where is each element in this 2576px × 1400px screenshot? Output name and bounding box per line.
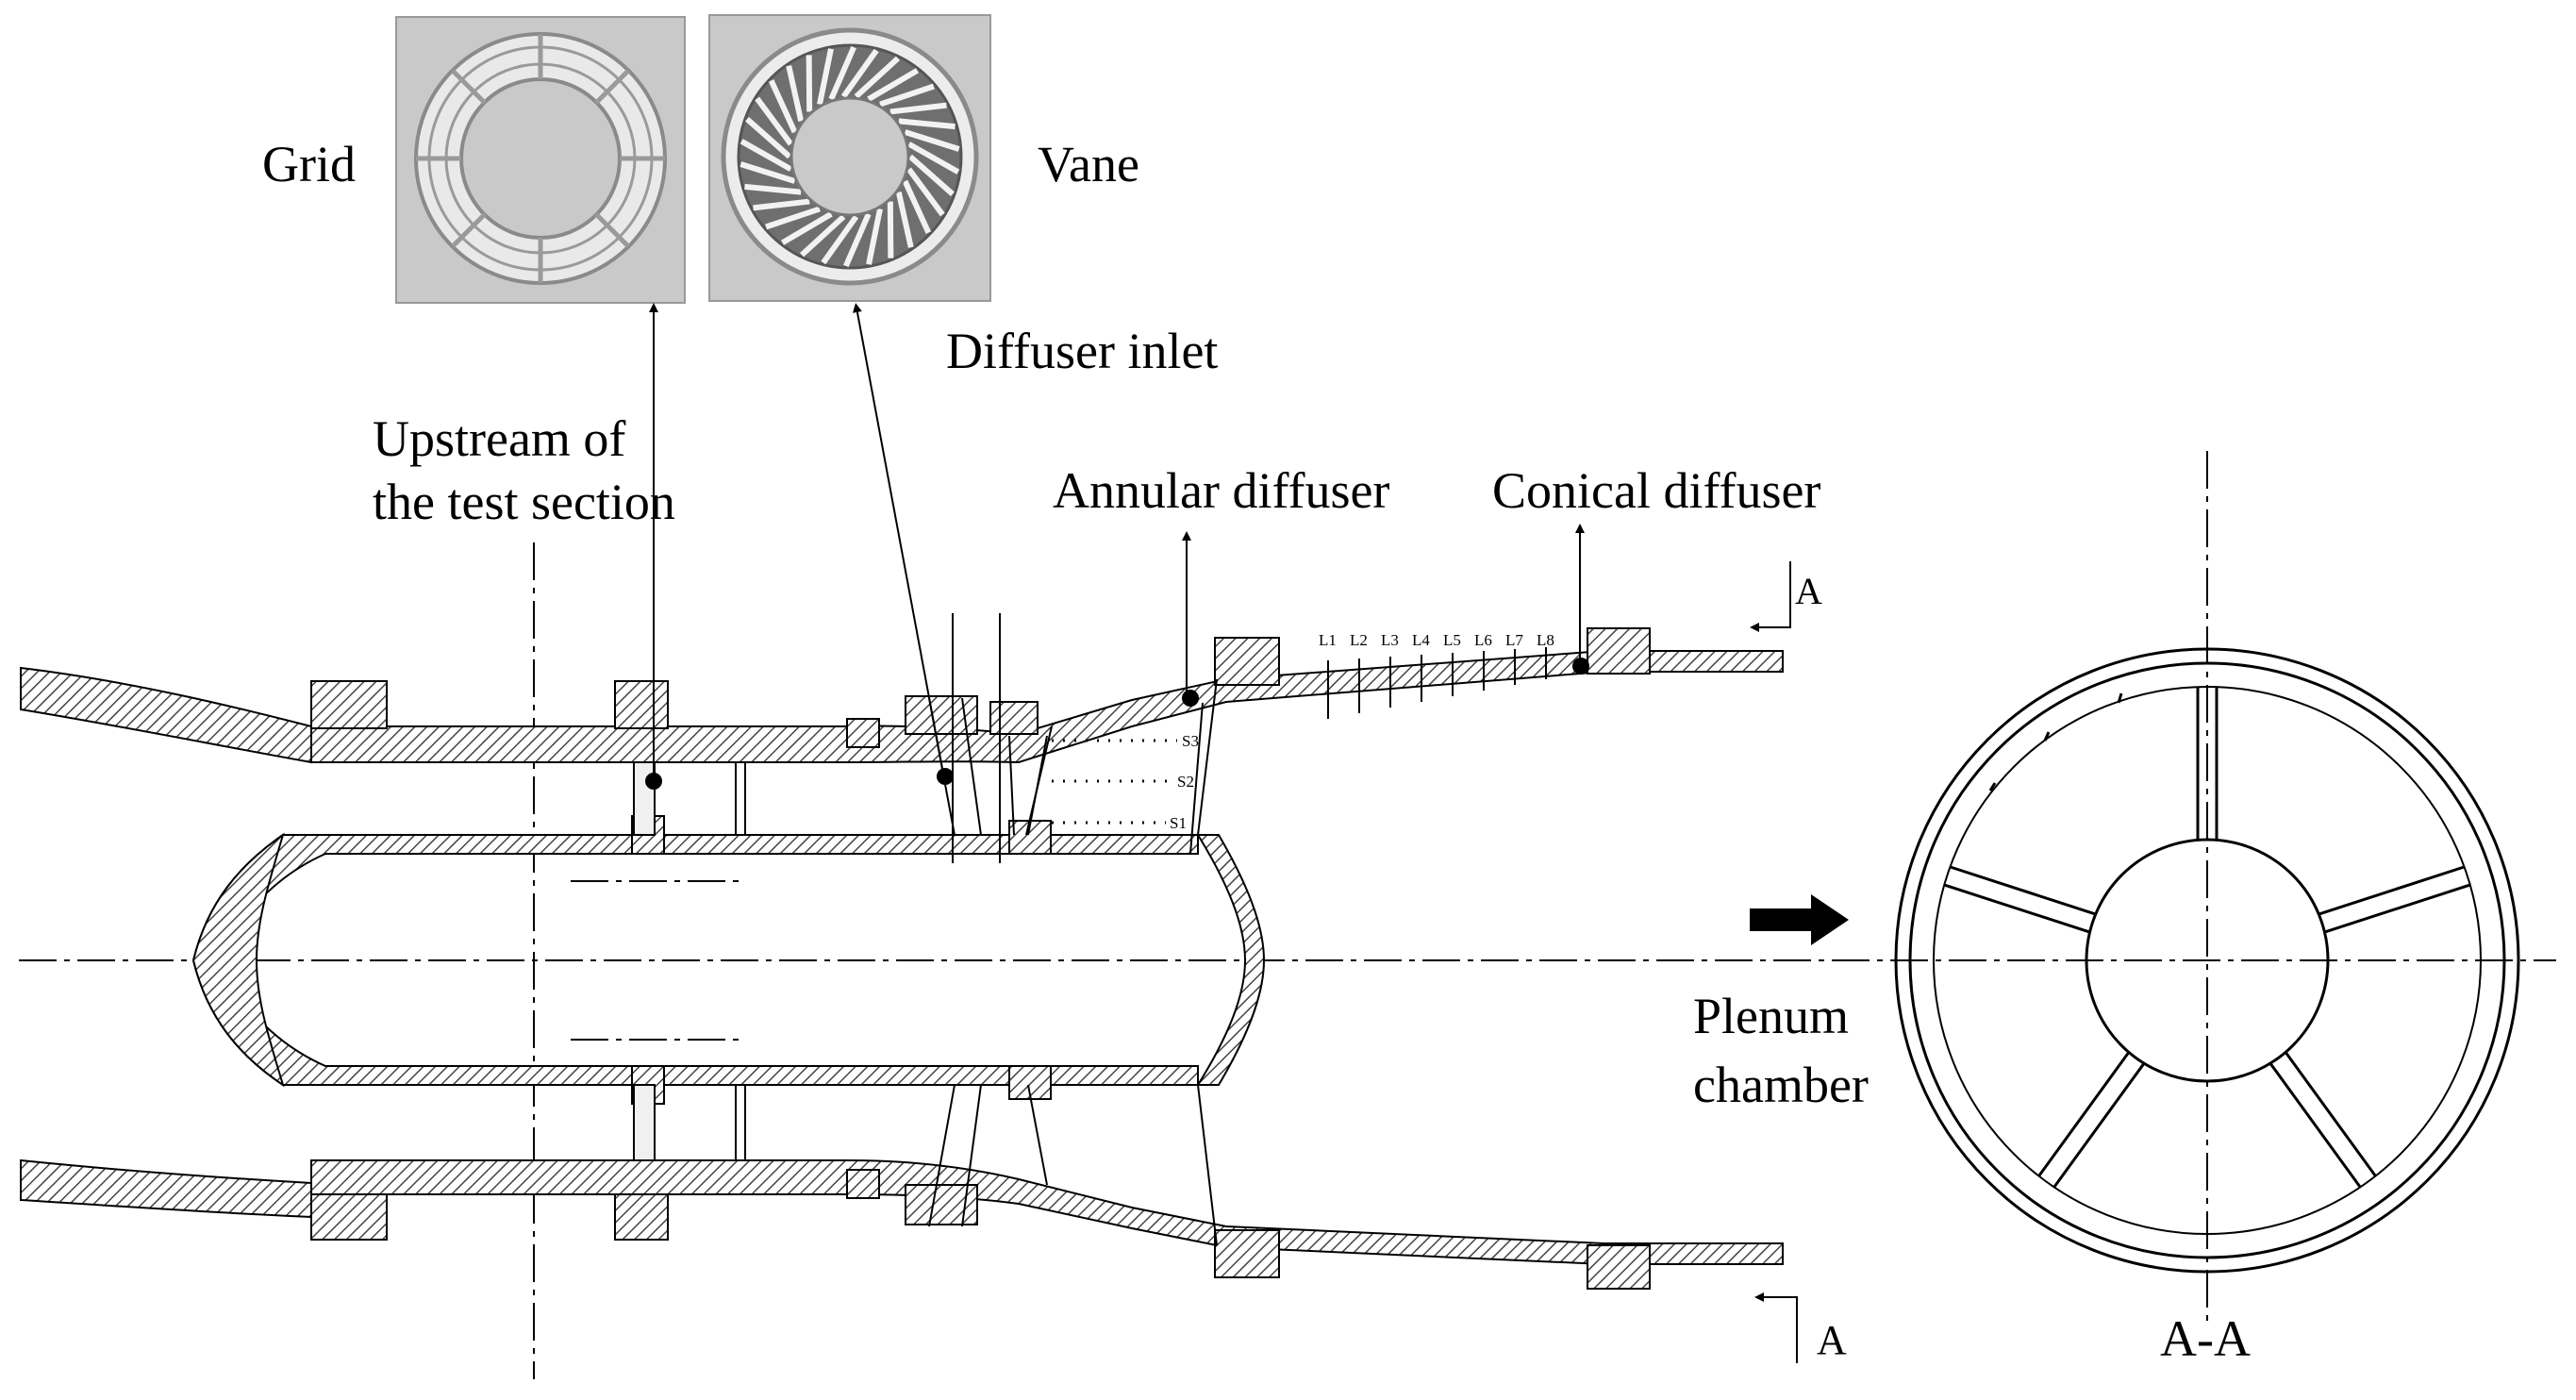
vane-blade xyxy=(768,79,798,134)
vane-blade xyxy=(821,214,859,265)
grid-label: Grid xyxy=(262,136,356,192)
section-strut-5 xyxy=(1943,883,2090,934)
section-strut-3 xyxy=(2269,1062,2362,1189)
vane-measurement-point xyxy=(937,768,954,785)
vane-blade xyxy=(800,214,846,258)
section-strut-5 xyxy=(1949,865,2096,916)
lower-bellmouth-wall xyxy=(20,1158,312,1219)
plenum-label-line2: chamber xyxy=(1693,1057,1869,1113)
section-a-a-view xyxy=(1894,647,2520,1274)
section-outer-circle xyxy=(1894,647,2520,1274)
vane-blade xyxy=(907,142,960,175)
vane-blade xyxy=(753,198,810,211)
vane-leader-arrow xyxy=(852,303,944,775)
vane-blade xyxy=(745,116,791,159)
annular-diffuser-label: Annular diffuser xyxy=(1053,462,1389,519)
vane-blade xyxy=(740,161,796,184)
vane-blade xyxy=(902,179,932,234)
vane-blade xyxy=(786,65,805,123)
plenum-label-line1: Plenum xyxy=(1693,988,1849,1044)
vane-blade xyxy=(879,83,935,108)
grid-photo xyxy=(395,16,686,304)
section-marker-top: A xyxy=(1795,570,1822,612)
l-station-group: L1 L2 L3 L4 L5 L6 L7 L8 xyxy=(1319,631,1554,649)
vane-blade xyxy=(744,183,802,195)
measurement-points xyxy=(645,658,1589,790)
l-station-ticks xyxy=(1327,647,1547,719)
station-label-l7: L7 xyxy=(1505,631,1523,649)
vane-blade xyxy=(854,56,900,99)
duct-walls xyxy=(20,650,1784,1265)
vane-blade xyxy=(866,208,883,265)
section-arrow-top xyxy=(1750,561,1791,632)
vane-blade xyxy=(780,211,833,245)
vane-blade xyxy=(908,154,955,197)
diffuser-inlet-label: Diffuser inlet xyxy=(946,323,1218,379)
center-lines xyxy=(19,451,2556,1379)
section-view-label: A-A xyxy=(2160,1310,2251,1367)
station-label-l5: L5 xyxy=(1443,631,1461,649)
vane-blade xyxy=(806,55,813,112)
flow-direction-arrow xyxy=(1750,894,1849,945)
flange-upper-1 xyxy=(310,680,388,729)
station-label-s3: S3 xyxy=(1182,732,1199,750)
vane-blade xyxy=(895,191,914,248)
vane-blade xyxy=(843,212,872,268)
s-station-group: S3 S2 S1 xyxy=(1170,732,1199,832)
vane-blade xyxy=(904,129,960,152)
vane-blade xyxy=(817,48,834,106)
internal-lines xyxy=(928,613,1218,1246)
section-strut-4 xyxy=(2037,1051,2130,1177)
section-hub-circle xyxy=(2085,838,2330,1083)
annular-measurement-point xyxy=(1182,690,1199,707)
station-label-l3: L3 xyxy=(1381,631,1399,649)
section-strut-3 xyxy=(2285,1051,2377,1177)
vane-blade xyxy=(828,45,856,101)
vane-blade xyxy=(765,206,821,230)
vane-label: Vane xyxy=(1038,136,1139,192)
vane-blade xyxy=(740,139,792,172)
section-marker-bottom: A xyxy=(1817,1317,1847,1363)
lower-outer-wall xyxy=(310,1159,1784,1265)
vane-photo xyxy=(708,14,991,302)
station-label-l2: L2 xyxy=(1350,631,1368,649)
grid-measurement-point xyxy=(645,773,662,790)
leader-lines xyxy=(649,303,1798,1363)
section-strut-2 xyxy=(2318,865,2466,916)
station-label-l8: L8 xyxy=(1537,631,1554,649)
section-strut-2 xyxy=(2324,883,2471,934)
station-label-l4: L4 xyxy=(1412,631,1430,649)
station-label-s2: S2 xyxy=(1177,773,1194,791)
vane-blade xyxy=(906,167,945,217)
s-station-dots xyxy=(1052,739,1177,825)
section-strut-4 xyxy=(2052,1062,2146,1189)
station-label-s1: S1 xyxy=(1170,814,1187,832)
station-label-l1: L1 xyxy=(1319,631,1337,649)
upper-bellmouth-wall xyxy=(20,666,312,764)
hub-nose xyxy=(191,832,285,1088)
conical-diffuser-label: Conical diffuser xyxy=(1492,462,1820,519)
conical-measurement-point xyxy=(1572,658,1589,675)
upstream-label-line1: Upstream of xyxy=(373,410,625,467)
vane-blade xyxy=(867,68,920,102)
vane-blade xyxy=(755,96,793,146)
vane-blade xyxy=(898,118,956,130)
vane-blade xyxy=(840,48,879,99)
vane-blade xyxy=(889,102,947,115)
upstream-label-line2: the test section xyxy=(373,474,675,530)
diffuser-inlet-plane xyxy=(1189,702,1204,855)
section-arrow-bottom xyxy=(1754,1292,1798,1363)
station-label-l6: L6 xyxy=(1474,631,1492,649)
vane-blade xyxy=(887,201,894,258)
hub-end-cap xyxy=(1196,834,1266,1086)
